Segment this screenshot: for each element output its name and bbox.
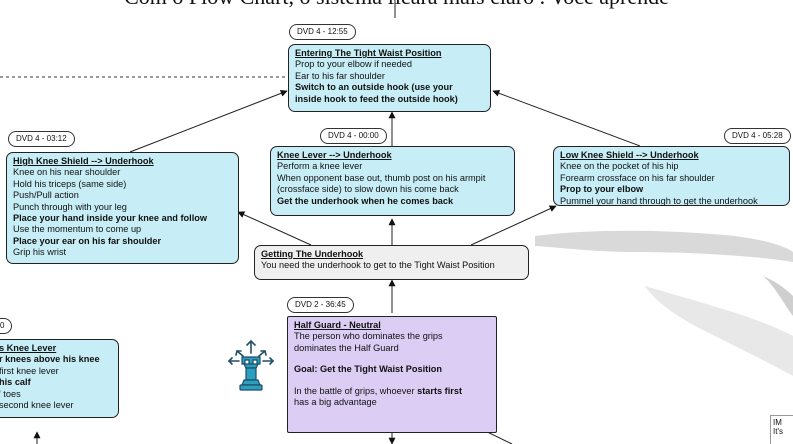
- node-entering-tight-waist: Entering The Tight Waist Position Prop t…: [288, 44, 491, 112]
- node-line: Get the underhook when he comes back: [277, 195, 454, 206]
- node-line: Ear to his far shoulder: [295, 70, 385, 81]
- node-line: has a big advantage: [294, 397, 377, 408]
- node-line: In the battle of grips, whoever starts f…: [294, 385, 463, 396]
- arrow-underhook-to-highknee: [237, 211, 312, 246]
- timestamp-tag-left: DVD 4 - 03:12: [8, 131, 75, 147]
- node-title: High Knee Shield --> Underhook: [13, 156, 154, 166]
- node-half-guard-neutral: Half Guard - Neutral The person who domi…: [287, 316, 497, 433]
- node-title: s Knee Lever: [0, 343, 57, 353]
- node-line: Use the momentum to come up: [13, 224, 142, 235]
- node-high-knee-shield: High Knee Shield --> Underhook Knee on h…: [6, 152, 239, 264]
- timestamp-tag-top: DVD 4 - 12:55: [289, 24, 356, 40]
- node-line: inside hook to feed the outside hook): [295, 93, 458, 104]
- node-line: Perform a knee lever: [277, 161, 363, 172]
- node-line: Place your ear on his far shoulder: [13, 235, 162, 246]
- node-line: The person who dominates the grips: [294, 331, 443, 342]
- node-line: first knee lever: [0, 365, 59, 376]
- node-line: (crossface side) to slow down his come b…: [277, 184, 459, 195]
- node-goal: Goal: Get the Tight Waist Position: [294, 364, 443, 375]
- node-line: ' toes: [0, 388, 21, 399]
- node-low-knee-shield: Low Knee Shield --> Underhook Knee on th…: [553, 146, 790, 206]
- node-title: Getting The Underhook: [261, 249, 364, 259]
- node-title: Low Knee Shield --> Underhook: [560, 150, 699, 160]
- node-line: Prop to your elbow if needed: [295, 59, 412, 70]
- node-line: his calf: [0, 377, 31, 388]
- node-line: You need the underhook to get to the Tig…: [261, 260, 495, 271]
- node-line: Pummel your hand through to get the unde…: [560, 195, 758, 206]
- node-getting-underhook: Getting The Underhook You need the under…: [254, 245, 529, 280]
- banner-heading: Com o Flow Chart, o sistema ficará mais …: [0, 0, 793, 10]
- node-title: Entering The Tight Waist Position: [295, 48, 442, 58]
- clipped-side-note: IM It's: [770, 415, 793, 444]
- node-partial-knee-lever: s Knee Lever r knees above his knee firs…: [0, 339, 119, 418]
- node-line: Knee on the pocket of his hip: [560, 161, 679, 172]
- node-knee-lever: Knee Lever --> Underhook Perform a knee …: [270, 146, 515, 216]
- node-line: Hold his triceps (same side): [13, 178, 127, 189]
- node-line: Forearm crossface on his far shoulder: [560, 172, 715, 183]
- node-line: Grip his wrist: [13, 247, 67, 258]
- node-line: dominates the Half Guard: [294, 342, 399, 353]
- arrow-underhook-to-lowknee: [470, 205, 557, 246]
- arrow-lowknee-to-tightwaist: [492, 89, 641, 147]
- timestamp-tag-right: DVD 4 - 05:28: [724, 128, 791, 144]
- node-line: Place your hand inside your knee and fol…: [13, 213, 208, 224]
- node-line: Prop to your elbow: [560, 184, 644, 195]
- arrow-highknee-to-tightwaist: [129, 90, 288, 153]
- node-line: Push/Pull action: [13, 190, 79, 201]
- chess-rook-icon: [227, 339, 275, 391]
- node-title: Knee Lever --> Underhook: [277, 150, 392, 160]
- timestamp-tag-bottom: DVD 2 - 36:45: [287, 297, 354, 313]
- node-line: When opponent base out, thumb post on hi…: [277, 172, 486, 183]
- node-line: Switch to an outside hook (use your: [295, 82, 453, 93]
- timestamp-tag-partial: 0: [0, 318, 13, 334]
- node-line: r knees above his knee: [0, 354, 100, 365]
- node-line: second knee lever: [0, 400, 74, 411]
- decorative-swoosh: [535, 230, 793, 376]
- node-line: Punch through with your leg: [13, 201, 127, 212]
- timestamp-tag-center: DVD 4 - 00:00: [320, 128, 387, 144]
- node-title: Half Guard - Neutral: [294, 320, 381, 330]
- node-line: Knee on his near shoulder: [13, 167, 121, 178]
